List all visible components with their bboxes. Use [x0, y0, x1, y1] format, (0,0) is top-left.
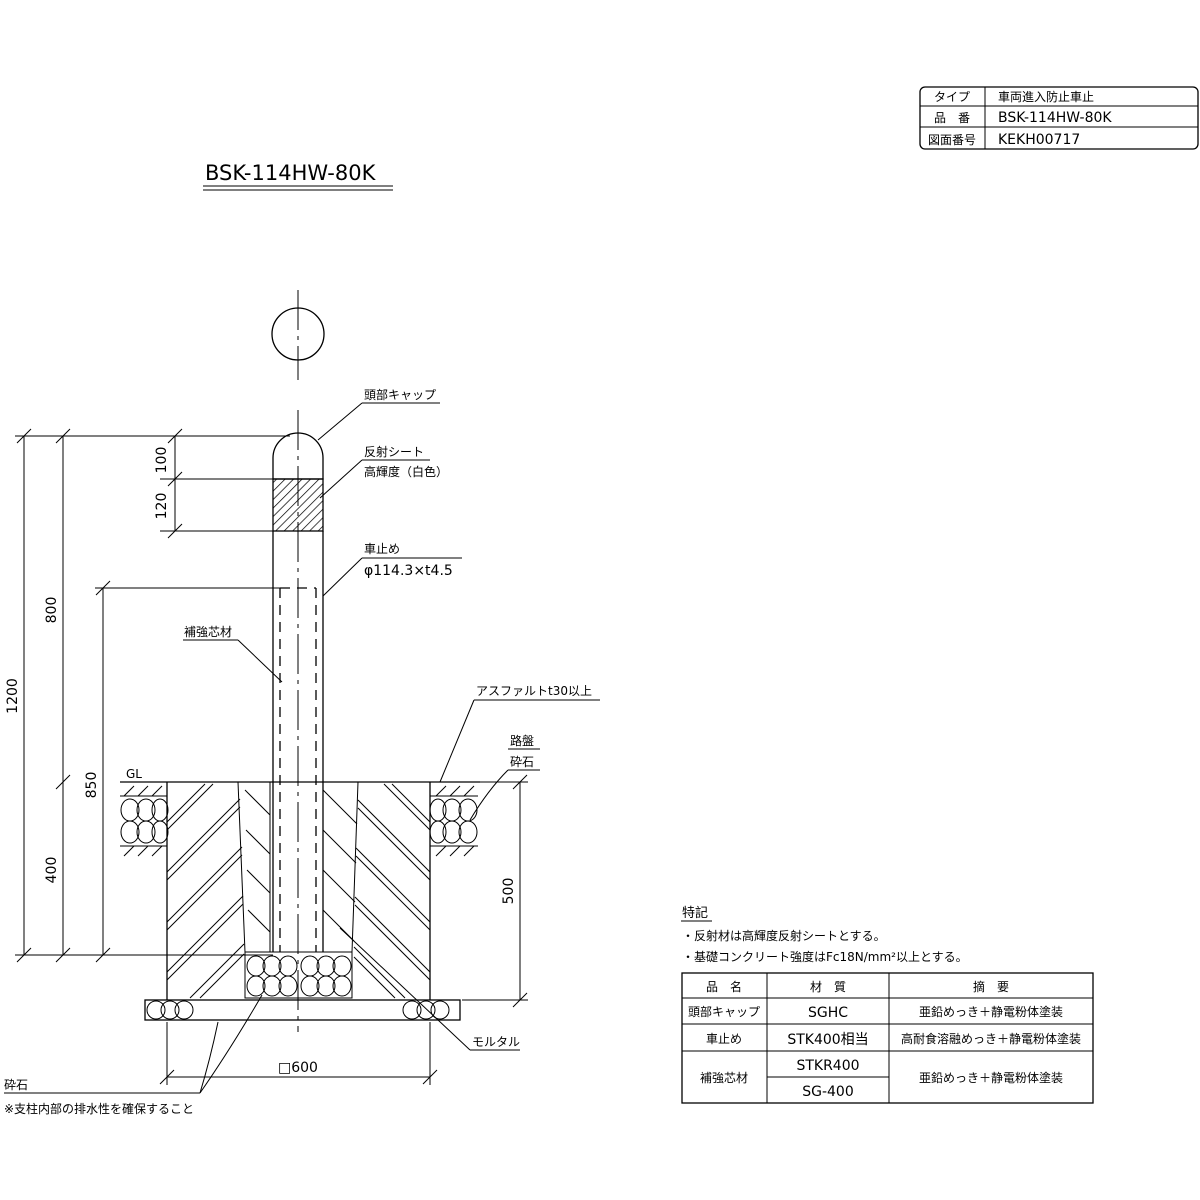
concrete-hatch-left — [166, 783, 271, 999]
drawing-title: BSK-114HW-80K — [203, 161, 393, 191]
spec-row-name: 車止め — [706, 1032, 742, 1046]
title-block-value-drawing-no: KEKH00717 — [998, 132, 1080, 148]
dim-foundation-width: □600 — [278, 1060, 318, 1076]
callout-post: 車止め — [364, 542, 400, 556]
drawing-title-text: BSK-114HW-80K — [205, 161, 377, 185]
spec-header-material: 材 質 — [810, 979, 846, 994]
gl-label: GL — [126, 767, 142, 781]
spec-row-material: SGHC — [808, 1005, 848, 1021]
dim-foundation-depth: 500 — [501, 878, 517, 905]
note-item-1: ・反射材は高輝度反射シートとする。 — [682, 928, 886, 943]
gravel-base — [146, 1000, 450, 1020]
dim-above-ground: 800 — [44, 597, 60, 624]
spec-row-name: 補強芯材 — [700, 1071, 748, 1085]
concrete-hatch-right — [322, 783, 431, 999]
callout-head-cap: 頭部キャップ — [364, 387, 436, 402]
callouts: 頭部キャップ 反射シート 高輝度（白色） 車止め φ114.3×t4.5 補強芯… — [4, 387, 600, 1116]
callout-core: 補強芯材 — [184, 625, 232, 639]
notes: 特記 ・反射材は高輝度反射シートとする。 ・基礎コンクリート強度はFc18N/m… — [681, 905, 968, 964]
callout-post-dim: φ114.3×t4.5 — [364, 563, 453, 579]
note-item-2: ・基礎コンクリート強度はFc18N/mm²以上とする。 — [682, 949, 968, 964]
title-block-value-part: BSK-114HW-80K — [998, 110, 1112, 126]
roadbed-right — [429, 785, 478, 857]
spec-row-name: 頭部キャップ — [688, 1004, 760, 1019]
dim-below-ground: 400 — [44, 857, 60, 884]
dim-cap: 100 — [154, 447, 170, 474]
title-block-label-part: 品 番 — [934, 111, 970, 125]
dimension-foundation-depth: 500 — [462, 774, 528, 1008]
callout-roadbed: 路盤 — [510, 733, 534, 748]
dim-total-height: 1200 — [5, 678, 21, 714]
spec-row-material: STKR400 — [796, 1058, 859, 1074]
drain-note: ※支柱内部の排水性を確保すること — [4, 1101, 194, 1116]
spec-row-remark: 亜鉛めっき＋静電粉体塗装 — [919, 1070, 1063, 1085]
head-cap — [272, 432, 324, 480]
reflective-sheet — [272, 478, 324, 532]
title-block-label-type: タイプ — [934, 90, 970, 104]
foundation: GL — [120, 767, 480, 1021]
spec-header-name: 品 名 — [706, 979, 742, 994]
roadbed-left — [120, 785, 169, 857]
post-elevation — [272, 410, 324, 1032]
spec-header-remark: 摘 要 — [973, 979, 1009, 994]
spec-row-material: SG-400 — [802, 1084, 854, 1100]
plan-view — [271, 290, 325, 380]
spec-row-remark: 高耐食溶融めっき＋静電粉体塗装 — [901, 1031, 1081, 1046]
title-block: タイプ 車両進入防止車止 品 番 BSK-114HW-80K 図面番号 KEKH… — [919, 86, 1199, 150]
title-block-value-type: 車両進入防止車止 — [998, 89, 1094, 104]
dim-core-length: 850 — [84, 772, 100, 799]
spec-row-material: STK400相当 — [787, 1032, 868, 1048]
callout-roadbed-stone: 砕石 — [510, 754, 534, 769]
callout-asphalt: アスファルトt30以上 — [476, 684, 592, 698]
callout-reflective-sheet: 反射シート — [364, 444, 424, 459]
spec-table: 品 名 材 質 摘 要 頭部キャップ SGHC 亜鉛めっき＋静電粉体塗装 車止め… — [681, 972, 1094, 1104]
title-block-label-drawing-no: 図面番号 — [928, 133, 976, 147]
dimension-foundation-width: □600 — [159, 1022, 438, 1085]
gravel-under-post — [246, 955, 352, 997]
callout-gravel: 砕石 — [4, 1077, 28, 1092]
dimensions-left: 1200 800 400 850 100 120 — [5, 428, 290, 963]
callout-mortar: モルタル — [472, 1035, 520, 1049]
callout-reflective-grade: 高輝度（白色） — [364, 464, 448, 479]
dim-sheet: 120 — [154, 493, 170, 520]
spec-row-remark: 亜鉛めっき＋静電粉体塗装 — [919, 1004, 1063, 1019]
notes-heading: 特記 — [682, 905, 708, 921]
